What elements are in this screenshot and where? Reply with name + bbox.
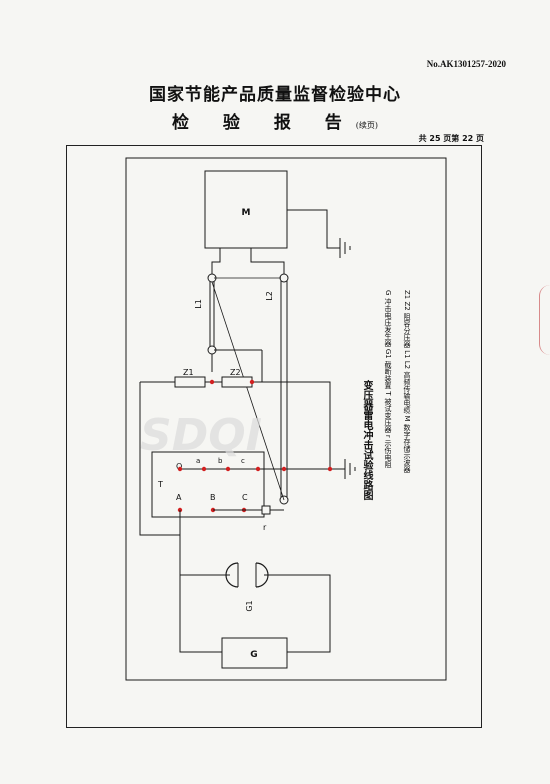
continued-label: (续页) [355, 121, 378, 130]
label-b-high: B [210, 493, 216, 502]
terminal-b [225, 466, 231, 472]
page-count: 共 25 页第 22 页 [418, 134, 484, 143]
label-b-low: b [218, 457, 223, 465]
report-number: No.AK1301257-2020 [426, 59, 506, 69]
scope-leads [211, 248, 285, 278]
label-a-high: A [176, 493, 182, 502]
terminal-c [255, 466, 261, 472]
transformer-box [151, 451, 265, 518]
ground-symbol-transformer [344, 459, 356, 479]
label-l1: L1 [194, 299, 203, 309]
gap-wires [179, 535, 331, 653]
diagram-frame [66, 145, 482, 728]
terminal-l2 [281, 466, 287, 472]
diagram-title: 变压器雷电冲击试验线路图 [361, 380, 372, 500]
label-c-low: c [241, 457, 245, 465]
terminal-a [201, 466, 207, 472]
label-g: G [250, 650, 257, 660]
label-r: r [263, 523, 267, 532]
label-z2: Z2 [230, 368, 241, 377]
label-a-low: a [196, 457, 200, 465]
divider-z1 [174, 376, 206, 388]
inner-border [125, 157, 447, 681]
label-c-high: C [242, 493, 248, 502]
cable-l2-top-end [279, 273, 289, 283]
label-m: M [242, 208, 251, 218]
label-l2: L2 [265, 291, 274, 301]
label-o: O [176, 462, 182, 471]
legend-line-1: G 冲击电压发生器 G1 截断装置 T 被试变压器 r 示伤电阻 [384, 290, 392, 469]
gap-plates [237, 563, 257, 587]
watermark-logo: SDQI [140, 410, 262, 461]
cable-shield-link [211, 277, 285, 501]
report-title: 检 验 报 告(续页) [0, 108, 550, 133]
legend-line-2: Z1 Z2 阻容分压器 L1 L2 高频传输电缆 M 数字存储示波器 [403, 290, 411, 473]
label-g1: G1 [245, 600, 254, 611]
divider-z2 [221, 376, 253, 388]
shunt-resistor-r [261, 505, 271, 515]
hv-feed-wire [139, 382, 180, 536]
chopping-gap-left [225, 562, 239, 588]
label-z1: Z1 [183, 368, 194, 377]
ground-symbol-scope [287, 209, 351, 258]
junction-z1-z2 [209, 379, 215, 385]
cable-l1 [209, 278, 215, 350]
terminal-divider [327, 466, 333, 472]
divider-leads [211, 350, 263, 382]
chopping-gap-right [255, 562, 269, 588]
junction-z2-out [249, 379, 255, 385]
report-title-text: 检 验 报 告 [171, 113, 356, 133]
label-t: T [157, 480, 163, 489]
cable-l2 [280, 278, 288, 500]
terminal-o [177, 466, 183, 472]
page-seal [539, 285, 550, 355]
generator-box [221, 637, 288, 669]
center-title: 国家节能产品质量监督检验中心 [149, 85, 401, 105]
